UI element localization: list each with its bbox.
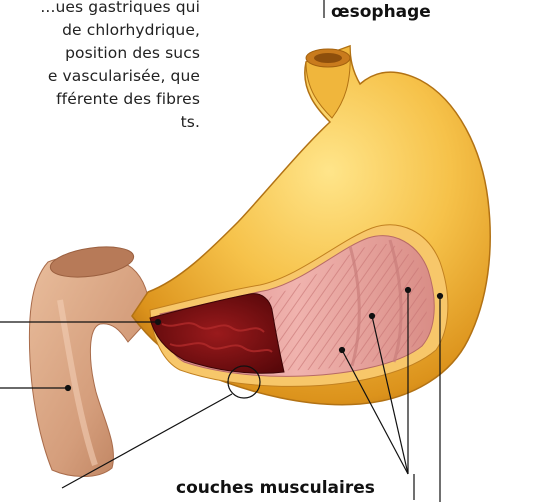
esophagus-label: œsophage bbox=[331, 2, 431, 22]
muscle-layers-label: couches musculaires bbox=[176, 478, 375, 498]
